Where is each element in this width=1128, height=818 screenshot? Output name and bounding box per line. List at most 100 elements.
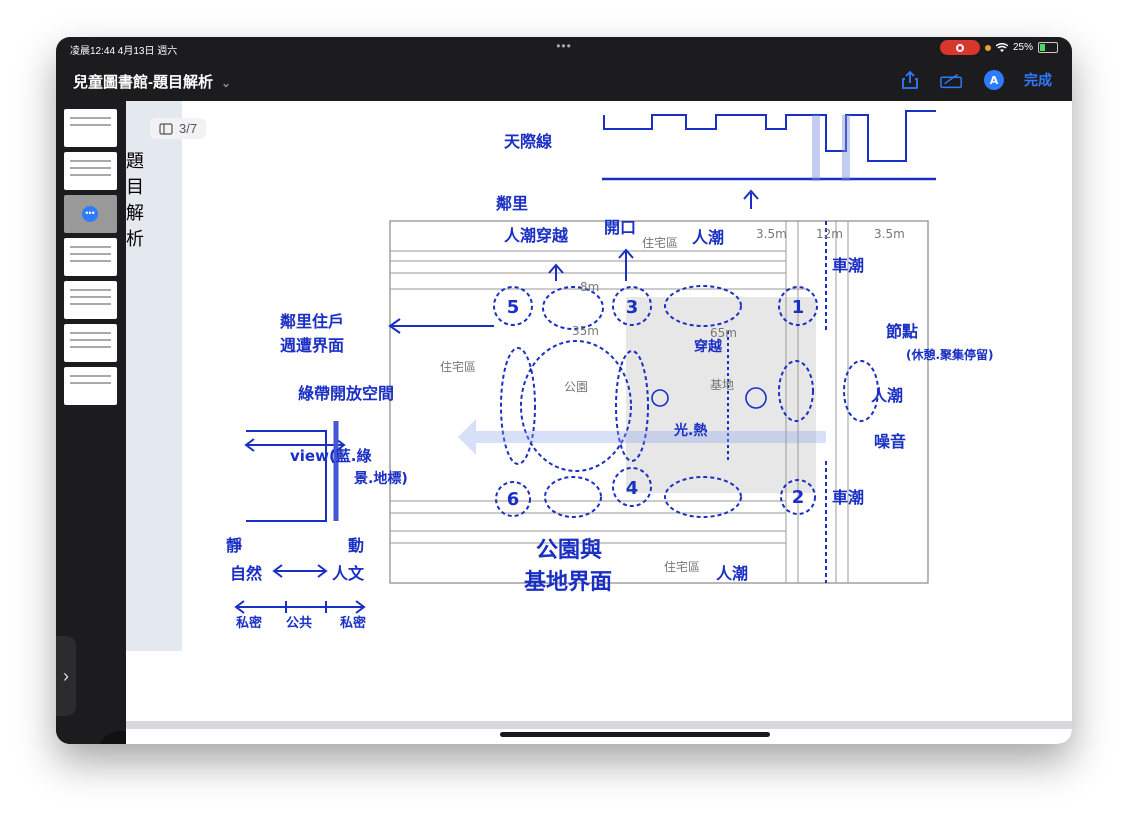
status-bar: 凌晨12:44 4月13日 週六 ••• 25%	[56, 37, 1072, 59]
hatch-oval-left	[500, 347, 536, 465]
label-interface: 週遭界面	[280, 336, 344, 355]
chevron-down-icon[interactable]: ⌄	[221, 76, 232, 90]
dim-8: 8m	[580, 280, 599, 294]
scale-quiet-active	[244, 438, 346, 452]
sidebar-toggle-icon	[159, 122, 173, 135]
done-button[interactable]: 完成	[1024, 72, 1052, 88]
label-residential-top: 住宅區	[642, 235, 678, 250]
circle-3	[612, 286, 652, 326]
label-active: 動	[348, 536, 364, 555]
label-human: 人文	[332, 564, 365, 583]
label-neighbor: 鄰里	[496, 194, 528, 213]
thumbnail-page-5[interactable]	[64, 281, 117, 319]
multitask-dots-icon[interactable]: •••	[556, 39, 572, 53]
circle-num-6: 6	[507, 489, 520, 510]
label-nature: 自然	[230, 564, 262, 583]
label-people-top: 人潮	[692, 228, 724, 247]
circle-num-1: 1	[792, 297, 805, 318]
label-public: 公共	[286, 615, 312, 631]
label-light: 光.熱	[673, 422, 707, 439]
circle-num-3: 3	[626, 297, 639, 318]
label-park-interface-2: 基地界面	[524, 570, 612, 595]
thumbnail-page-4[interactable]	[64, 238, 117, 276]
label-view: view(藍.綠	[290, 447, 373, 465]
wifi-icon	[995, 42, 1008, 52]
page-counter-text: 3/7	[179, 121, 198, 136]
circle-num-5: 5	[507, 297, 520, 318]
battery-percent: 25%	[1012, 42, 1033, 53]
circle-num-2: 2	[792, 487, 805, 508]
node-left	[778, 360, 814, 422]
hatch-oval-mid	[615, 350, 649, 462]
hatch-oval-right	[664, 285, 742, 327]
circle-4	[612, 467, 652, 507]
label-cross: 人潮穿越	[504, 226, 569, 245]
label-people-bottom: 人潮	[716, 564, 748, 583]
skyline-shade	[812, 115, 850, 181]
sun-symbols	[651, 387, 767, 409]
arrow-up-2	[618, 248, 634, 281]
page-counter[interactable]: 3/7	[150, 118, 207, 139]
markup-icon[interactable]	[940, 68, 964, 92]
circle-2	[780, 479, 816, 515]
status-right: 25%	[939, 40, 1058, 55]
chevron-right-icon[interactable]: ›	[56, 636, 76, 716]
circle-1	[778, 286, 818, 326]
label-node-sub: (休憩.聚集停留)	[906, 347, 994, 362]
page-thumbnail-sidebar: ••• ›	[56, 101, 142, 744]
document-title-text: 兒童圖書館-題目解析	[73, 74, 213, 91]
skyline-outline	[603, 110, 936, 162]
label-skyline: 天際線	[504, 132, 552, 151]
thumbnail-page-2[interactable]	[64, 152, 117, 190]
circle-6	[495, 481, 531, 517]
label-residential-bottom: 住宅區	[664, 559, 700, 574]
label-door: 開口	[604, 218, 636, 237]
up-arrow	[743, 189, 759, 209]
arrow-up-1	[548, 263, 564, 281]
screen-record-icon[interactable]	[939, 40, 980, 55]
node-right	[843, 360, 879, 422]
thumbnail-page-6[interactable]	[64, 324, 117, 362]
hatch-oval-br	[664, 476, 742, 518]
scale-nature-human	[272, 564, 328, 578]
site-analysis-sketch: 住宅區 住宅區 住宅區 公園 基地 3.5m 12m 3.5m 35m 65m …	[226, 110, 994, 631]
park-oval	[520, 340, 632, 472]
document-page[interactable]: 3/7 題目解析	[126, 101, 1072, 744]
label-open-space: 綠帶開放空間	[298, 384, 394, 403]
more-options-icon[interactable]: •••	[82, 206, 98, 222]
label-car-bottom: 車潮	[832, 488, 864, 507]
circle-5	[493, 286, 533, 326]
thumbnail-page-3[interactable]: •••	[64, 195, 117, 233]
label-private-1: 私密	[236, 615, 262, 631]
thumbnail-page-7[interactable]	[64, 367, 117, 405]
circle-num-4: 4	[626, 478, 639, 499]
label-noise: 噪音	[874, 432, 906, 451]
road-lines	[390, 221, 849, 583]
scale-private-public	[234, 600, 366, 614]
status-time: 凌晨12:44 4月13日 週六	[70, 46, 178, 57]
dim-35m: 35m	[572, 324, 599, 338]
view-frame	[246, 430, 327, 522]
blue-ink	[234, 110, 936, 614]
dim-12: 12m	[816, 227, 843, 241]
hatch-oval-top	[542, 286, 604, 330]
vertical-title: 題目解析	[126, 151, 144, 250]
dim-35b: 3.5m	[874, 227, 905, 241]
share-icon[interactable]	[898, 68, 922, 92]
toolbar-actions: A 完成	[898, 68, 1052, 92]
site-boundary	[389, 220, 929, 584]
toolbar: 兒童圖書館-題目解析 ⌄ A 完成	[56, 59, 1072, 101]
label-park: 公園	[564, 380, 588, 394]
mic-indicator-icon	[984, 44, 991, 51]
label-node: 節點	[885, 322, 918, 341]
thumbnail-page-1[interactable]	[64, 109, 117, 147]
dim-35a: 3.5m	[756, 227, 787, 241]
label-site: 基地	[710, 378, 734, 392]
wind-arrow	[458, 419, 826, 455]
home-indicator[interactable]	[500, 732, 770, 737]
page-margin-strip	[126, 101, 182, 651]
site-area	[626, 297, 816, 493]
autofill-icon[interactable]: A	[982, 68, 1006, 92]
document-title[interactable]: 兒童圖書館-題目解析 ⌄	[73, 71, 231, 92]
label-view-sub: 景.地標)	[354, 470, 408, 487]
